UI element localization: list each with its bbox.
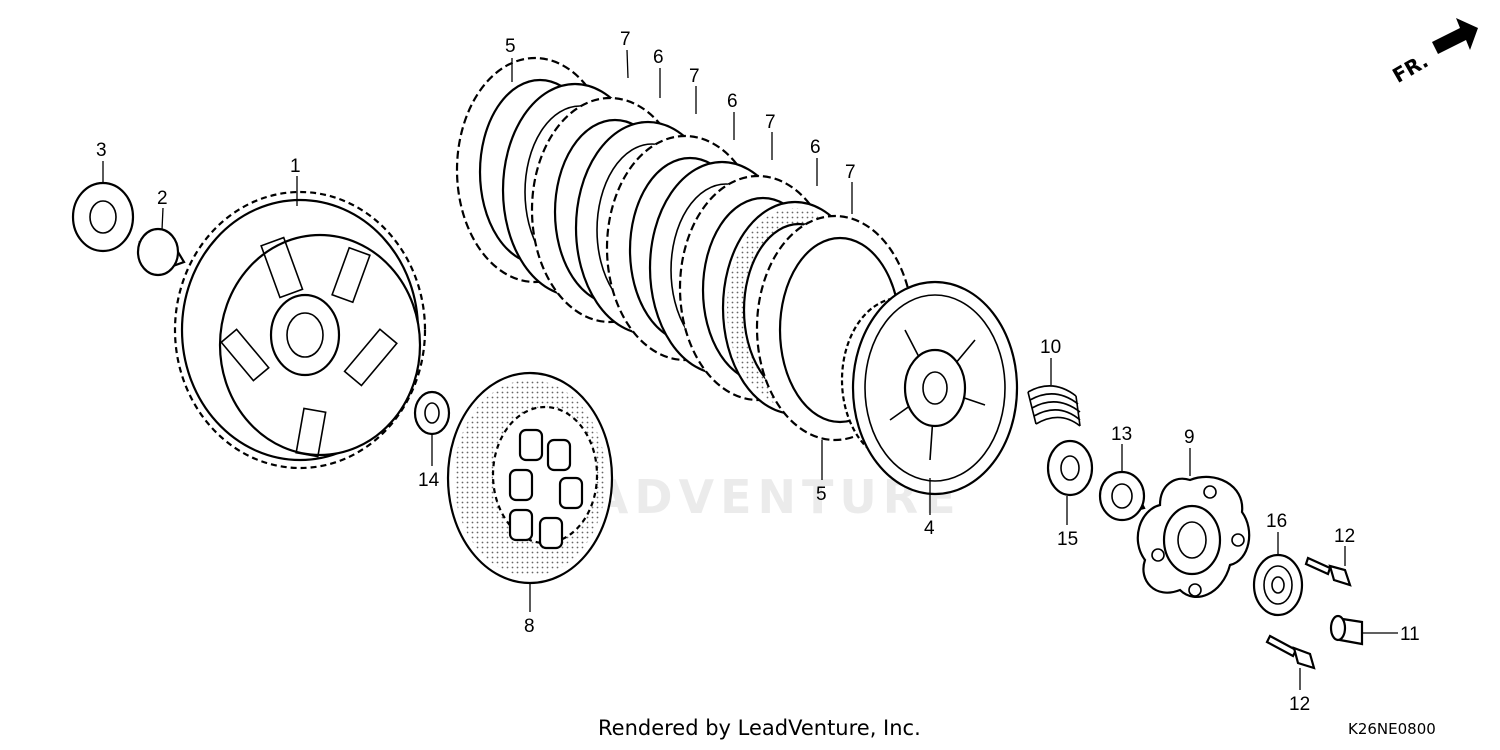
part-4-clutch-center [840, 280, 1019, 496]
part-3-collar [71, 181, 135, 253]
callout-14: 14 [418, 470, 440, 491]
front-indicator-label: FR. [1388, 48, 1432, 87]
callout-1: 1 [290, 156, 301, 177]
diagram-code: K26NE0800 [1348, 720, 1436, 738]
part-1-clutch-outer [173, 190, 427, 470]
part-16-bearing [1252, 553, 1304, 617]
leader-lines [102, 49, 1398, 690]
callout-13: 13 [1111, 424, 1132, 445]
part-8-pressure-plate [446, 371, 614, 585]
part-12-bolt-upper [1304, 556, 1352, 587]
callout-7-second: 7 [689, 66, 700, 87]
callout-9: 9 [1184, 427, 1195, 448]
callout-labels: 3 2 1 5 7 6 7 6 7 6 7 5 4 10 15 13 9 16 … [96, 29, 1420, 715]
callout-2: 2 [157, 188, 168, 209]
callout-11: 11 [1400, 624, 1420, 645]
callout-7-fourth: 7 [845, 162, 856, 183]
part-10-clutch-spring [1027, 385, 1081, 427]
part-15-washer [1046, 439, 1094, 497]
callout-16: 16 [1266, 511, 1287, 532]
callout-3: 3 [96, 140, 107, 161]
part-13-collar [1098, 470, 1146, 522]
front-direction-arrow-icon [1432, 18, 1478, 54]
callout-6-first: 6 [653, 47, 664, 68]
callout-12-upper: 12 [1334, 526, 1355, 547]
callout-12-lower: 12 [1289, 694, 1310, 715]
callout-6-second: 6 [727, 91, 738, 112]
part-2-bushing [136, 227, 186, 277]
callout-15: 15 [1057, 529, 1078, 550]
callout-7-first: 7 [620, 29, 631, 50]
callout-8: 8 [524, 616, 535, 637]
callout-4: 4 [924, 518, 935, 539]
callout-5-front: 5 [505, 36, 516, 57]
part-11-pin [1329, 614, 1364, 646]
callout-5-rear: 5 [816, 484, 827, 505]
part-14-washer [413, 390, 451, 436]
callout-7-third: 7 [765, 112, 776, 133]
callout-10: 10 [1040, 337, 1061, 358]
part-12-bolt-lower [1265, 634, 1316, 670]
callout-6-third: 6 [810, 137, 821, 158]
footer-credit: Rendered by LeadVenture, Inc. [598, 716, 921, 740]
part-9-lifter-plate [1136, 475, 1251, 598]
